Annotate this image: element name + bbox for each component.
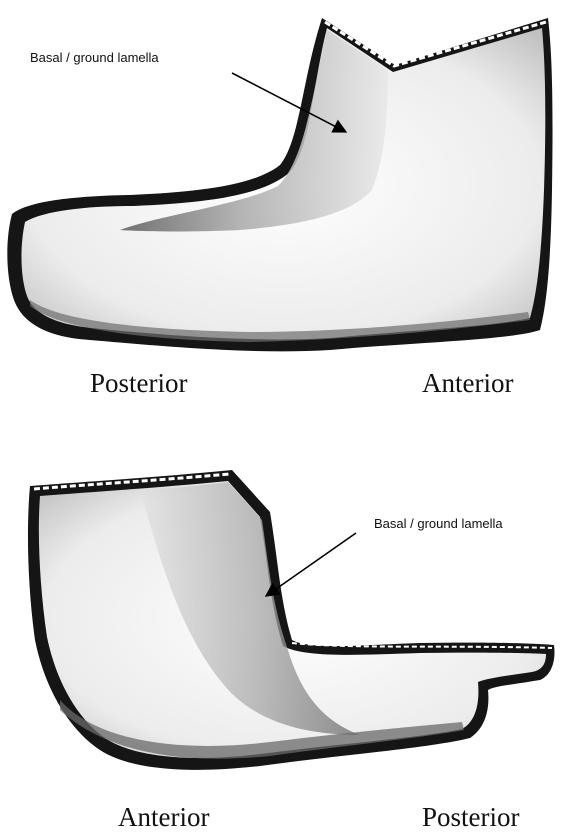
top-anterior-label: Anterior (422, 368, 513, 398)
bottom-anterior-label: Anterior (118, 802, 209, 832)
top-turbinate (7, 18, 552, 351)
bottom-posterior-label: Posterior (422, 802, 520, 832)
top-callout-label: Basal / ground lamella (30, 50, 159, 65)
bottom-callout-label: Basal / ground lamella (374, 516, 503, 531)
top-posterior-label: Posterior (90, 368, 188, 398)
bottom-callout-arrow (266, 533, 356, 596)
bottom-turbinate (28, 470, 555, 770)
